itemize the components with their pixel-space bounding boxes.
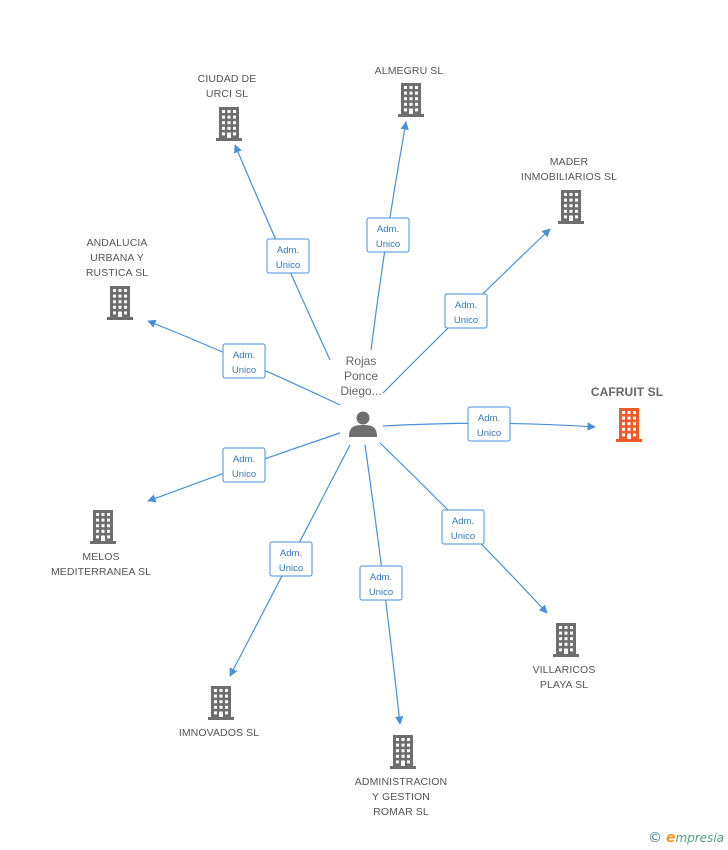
edge-imnovados: Adm. Unico [229, 444, 351, 677]
edge-almegru: Adm. Unico [366, 121, 410, 351]
edge-mader: Adm. Unico [382, 228, 551, 394]
center-person[interactable]: RojasPonceDiego... [340, 354, 382, 437]
company-node-almegru[interactable]: ALMEGRU SL [375, 65, 444, 117]
company-label: ALMEGRU SL [375, 65, 444, 77]
role-text: Unico [451, 531, 475, 542]
role-text: Adm. [280, 548, 302, 559]
role-text: Unico [279, 563, 303, 574]
company-label: IMNOVADOS SL [179, 727, 259, 739]
role-badge[interactable]: Adm. Unico [266, 238, 310, 274]
edge-ciudad: Adm. Unico [234, 144, 331, 361]
role-badge[interactable]: Adm. Unico [467, 406, 511, 442]
company-label: RUSTICA SL [86, 267, 148, 279]
company-node-romar[interactable]: ADMINISTRACION Y GESTION ROMAR SL [355, 735, 447, 818]
company-label: ADMINISTRACION [355, 776, 447, 788]
brand-watermark: ©empresia [648, 830, 724, 846]
company-label: INMOBILIARIOS SL [521, 171, 617, 183]
company-label: CAFRUIT SL [591, 385, 663, 399]
role-badge[interactable]: Adm. Unico [359, 565, 403, 601]
company-label: MADER [550, 156, 589, 168]
building-icon [616, 408, 642, 442]
company-label: MELOS [82, 551, 119, 563]
person-icon [349, 411, 377, 437]
edge-villaricos: Adm. Unico [379, 442, 548, 614]
company-label: Y GESTION [372, 791, 430, 803]
role-text: Adm. [233, 350, 255, 361]
role-text: Unico [232, 365, 256, 376]
company-label: ROMAR SL [373, 806, 429, 818]
brand-name: mpresia [675, 831, 724, 845]
company-node-ciudad[interactable]: CIUDAD DE URCI SL [198, 73, 257, 141]
edge-andalucia: Adm. Unico [147, 319, 341, 406]
copyright-icon: © [647, 830, 662, 846]
role-badge[interactable]: Adm. Unico [222, 447, 266, 483]
building-icon [90, 510, 116, 544]
company-node-villaricos[interactable]: VILLARICOS PLAYA SL [533, 623, 596, 691]
building-icon [390, 735, 416, 769]
edge-cafruit: Adm. Unico [382, 406, 596, 442]
building-icon [553, 623, 579, 657]
company-label: CIUDAD DE [198, 73, 257, 85]
building-icon [107, 286, 133, 320]
company-label: PLAYA SL [540, 679, 588, 691]
role-text: Adm. [233, 454, 255, 465]
building-icon [398, 83, 424, 117]
company-node-andalucia[interactable]: ANDALUCIA URBANA Y RUSTICA SL [86, 237, 148, 320]
person-name: Diego... [340, 384, 381, 398]
company-node-mader[interactable]: MADER INMOBILIARIOS SL [521, 156, 617, 224]
edge-romar: Adm. Unico [359, 444, 404, 725]
company-label: MEDITERRANEA SL [51, 566, 151, 578]
company-node-melos[interactable]: MELOS MEDITERRANEA SL [51, 510, 151, 578]
building-icon [216, 107, 242, 141]
role-text: Unico [376, 239, 400, 250]
role-text: Adm. [277, 245, 299, 256]
company-label: ANDALUCIA [87, 237, 148, 249]
role-text: Adm. [452, 516, 474, 527]
person-name: Rojas [346, 354, 377, 368]
role-badge[interactable]: Adm. Unico [269, 541, 313, 577]
role-text: Adm. [370, 572, 392, 583]
building-icon [558, 190, 584, 224]
person-name: Ponce [344, 369, 378, 383]
company-label: URCI SL [206, 88, 248, 100]
building-icon [208, 686, 234, 720]
role-text: Unico [276, 260, 300, 271]
edge-melos: Adm. Unico [147, 432, 341, 503]
role-text: Adm. [478, 413, 500, 424]
brand-logo-e: e [665, 830, 676, 846]
role-text: Unico [232, 469, 256, 480]
role-text: Adm. [377, 224, 399, 235]
company-node-imnovados[interactable]: IMNOVADOS SL [179, 686, 259, 739]
role-text: Adm. [455, 300, 477, 311]
role-badge[interactable]: Adm. Unico [222, 343, 266, 379]
role-badge[interactable]: Adm. Unico [444, 293, 488, 329]
company-node-cafruit[interactable]: CAFRUIT SL [591, 385, 663, 442]
role-text: Unico [369, 587, 393, 598]
role-text: Unico [454, 315, 478, 326]
role-text: Unico [477, 428, 501, 439]
role-badge[interactable]: Adm. Unico [366, 217, 410, 253]
company-label: URBANA Y [90, 252, 144, 264]
role-badge[interactable]: Adm. Unico [441, 509, 485, 545]
company-label: VILLARICOS [533, 664, 596, 676]
